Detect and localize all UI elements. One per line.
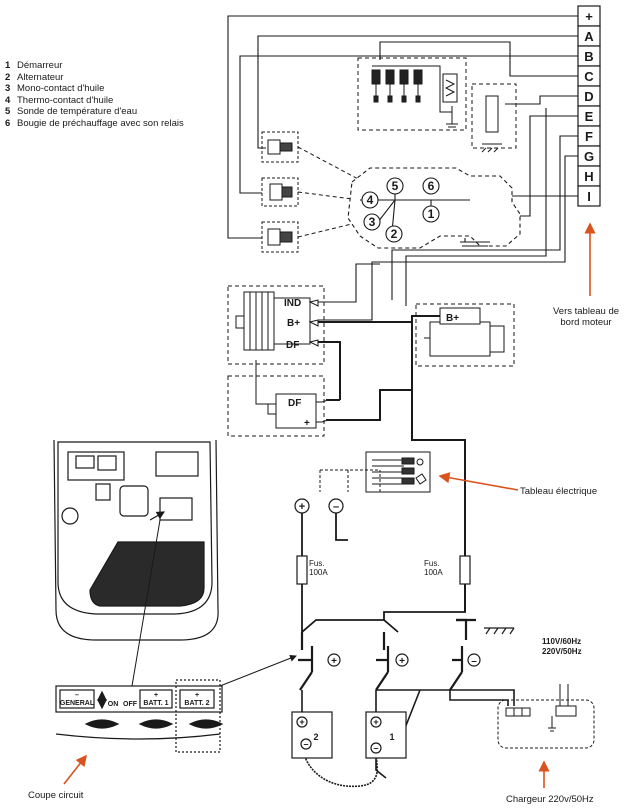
legend-text: Sonde de température d'eau — [17, 106, 138, 118]
engine-block — [347, 167, 521, 251]
terminal-label: C — [584, 69, 594, 84]
alternator — [227, 285, 325, 365]
fuse-label: Fus. — [424, 559, 440, 568]
harness-wires — [227, 15, 578, 321]
battery-terminal: – — [303, 739, 308, 749]
switch-plus: + — [399, 656, 405, 667]
legend-item: 4 Thermo-contact d'huile — [5, 95, 184, 107]
legend-text: Mono-contact d'huile — [17, 83, 105, 95]
starter-motor — [415, 303, 515, 367]
battery-number: 1 — [389, 732, 394, 742]
switch-general-label: GENERAL — [60, 700, 95, 707]
battery-terminal: + — [373, 717, 378, 727]
legend-number: 4 — [5, 94, 11, 106]
terminal-label: G — [584, 149, 594, 164]
legend-text: Démarreur — [17, 60, 63, 71]
legend-item: 3 Mono-contact d'huile — [5, 83, 184, 95]
battery-wiring — [301, 689, 515, 788]
bus-terminals — [294, 498, 344, 514]
terminal-label: D — [584, 89, 593, 104]
alternator-ind-pin: IND — [284, 298, 301, 309]
battery-bank — [291, 711, 407, 759]
ac-voltage-1: 110V/60Hz — [542, 637, 581, 646]
engine-point-label: 1 — [428, 207, 435, 221]
panel-note: Tableau électrique — [520, 486, 598, 497]
terminal-label: F — [585, 129, 593, 144]
terminal-label: I — [587, 189, 591, 204]
battery-number: 2 — [313, 732, 318, 742]
switch-batt2-label: BATT. 2 — [184, 700, 209, 707]
legend-text: Bougie de préchauffage avec son relais — [17, 117, 184, 129]
fuse-rating: 100A — [309, 568, 328, 577]
ac-voltage-2: 220V/50Hz — [542, 647, 582, 656]
regulator — [227, 360, 329, 437]
signal-wiring — [318, 263, 380, 343]
fuse-label: Fus. — [309, 559, 325, 568]
battery-terminal: + — [299, 717, 304, 727]
component-legend: 1 Démarreur 2 Alternateur 3 Mono-contact d'… — [5, 60, 184, 130]
switch-plus: + — [331, 656, 337, 667]
annotation-arrows — [63, 222, 596, 788]
regulator-plus-pin: + — [304, 418, 310, 429]
switch-off-label: OFF — [123, 701, 138, 708]
boat-hull — [53, 439, 219, 641]
engine-point-label: 4 — [367, 193, 374, 207]
legend-number: 1 — [5, 60, 11, 71]
alternator-bplus-pin: B+ — [287, 318, 300, 329]
electrical-panel — [319, 451, 431, 493]
bus-negative: – — [333, 501, 339, 513]
regulator-df-pin: DF — [288, 398, 301, 409]
terminal-label: A — [584, 29, 594, 44]
battery-charger — [497, 684, 595, 749]
battery-switches — [298, 618, 515, 691]
engine-point-label: 3 — [369, 215, 376, 229]
legend-item: 6 Bougie de préchauffage avec son relais — [5, 118, 184, 130]
switch-note: Coupe circuit — [28, 790, 84, 801]
switch-general-minus: – — [75, 692, 79, 699]
legend-item: 1 Démarreur — [5, 60, 184, 72]
dashboard-note: Vers tableau de bord moteur — [548, 306, 624, 328]
charger-note: Chargeur 220v/50Hz — [506, 794, 594, 805]
sensor-group — [261, 131, 361, 253]
glow-plug-relay-block — [357, 57, 517, 153]
panel-to-hull-line — [131, 519, 161, 687]
legend-number: 3 — [5, 83, 11, 95]
dashboard-note-line2: bord moteur — [560, 317, 612, 328]
switch-panel-graphic — [55, 679, 224, 753]
switch-batt1-plus: + — [154, 692, 158, 699]
legend-item: 2 Alternateur — [5, 72, 184, 84]
switch-on-label: ON — [108, 701, 119, 708]
alternator-df-pin: DF — [286, 340, 299, 351]
terminal-label: E — [585, 109, 594, 124]
switch-minus: – — [471, 656, 477, 667]
terminal-label: + — [585, 9, 593, 24]
legend-number: 2 — [5, 71, 11, 83]
switch-batt1-label: BATT. 1 — [143, 700, 168, 707]
terminal-strip — [577, 5, 601, 207]
legend-text: Thermo-contact d'huile — [17, 94, 114, 106]
engine-point-label: 2 — [391, 227, 398, 241]
fuse-wiring — [296, 513, 471, 634]
panel-to-switch-arrow — [219, 654, 297, 687]
legend-number: 6 — [5, 117, 11, 129]
dashboard-note-line1: Vers tableau de — [552, 306, 620, 317]
engine-point-label: 6 — [428, 179, 435, 193]
terminal-label: H — [584, 169, 593, 184]
battery-terminal: – — [373, 743, 378, 753]
fuse-rating: 100A — [424, 568, 443, 577]
terminal-label: B — [584, 49, 593, 64]
bus-positive: + — [299, 501, 305, 513]
legend-text: Alternateur — [17, 71, 64, 83]
legend-item: 5 Sonde de température d'eau — [5, 106, 184, 118]
engine-point-label: 5 — [392, 179, 399, 193]
legend-number: 5 — [5, 106, 11, 118]
starter-bplus-pin: B+ — [446, 313, 459, 324]
switch-batt2-plus: + — [195, 692, 199, 699]
